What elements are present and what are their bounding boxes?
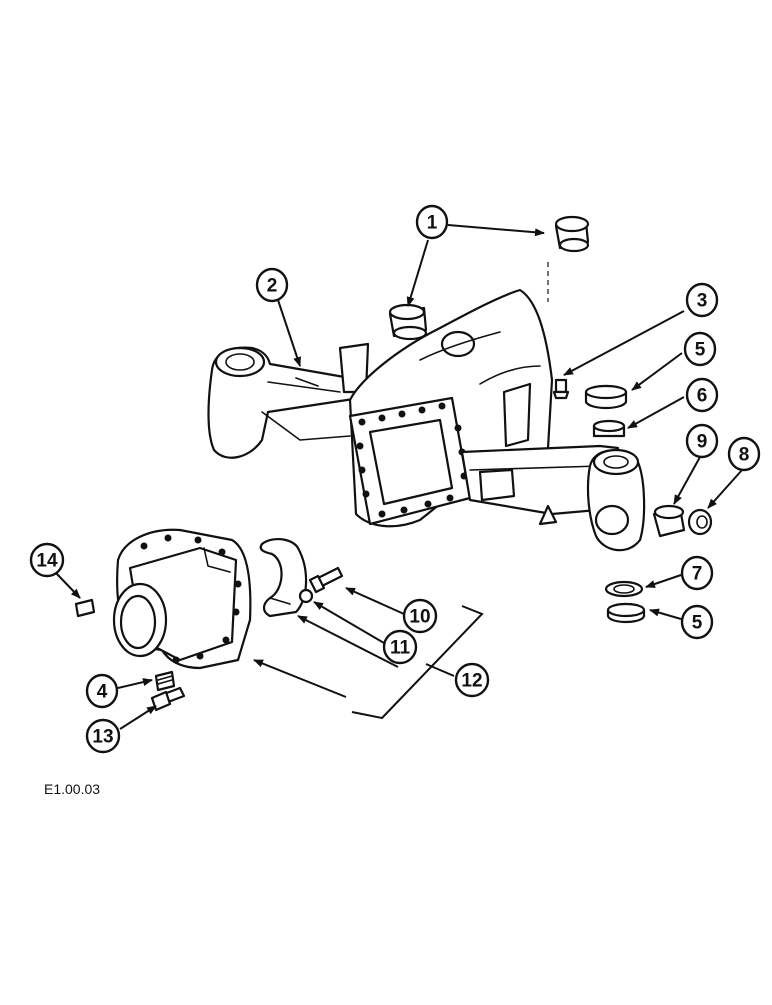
callout-label: 5 — [695, 340, 706, 361]
callout-label: 10 — [409, 607, 430, 628]
seal-upper — [584, 384, 628, 410]
bearing-cap — [259, 538, 308, 618]
callout-13: 13 — [85, 718, 121, 754]
kingpin-bushing — [652, 504, 686, 538]
grease-nipple — [552, 378, 570, 400]
callout-label: 4 — [97, 682, 108, 703]
callout-4: 4 — [85, 673, 119, 709]
axle-housing — [207, 288, 646, 552]
thrust-washer — [687, 508, 713, 536]
ring — [592, 419, 626, 438]
callout-5-upper: 5 — [683, 331, 717, 367]
callout-label: 11 — [390, 638, 411, 659]
callout-label: 1 — [427, 213, 438, 234]
callout-label: 5 — [692, 613, 703, 634]
differential-carrier — [112, 528, 252, 670]
figure-caption: E1.00.03 — [44, 781, 100, 797]
bushing-upper — [554, 215, 590, 253]
seal-lower — [606, 602, 646, 624]
leader-lines — [55, 224, 743, 730]
callout-8: 8 — [727, 436, 761, 472]
callout-label: 14 — [36, 551, 58, 572]
drain-plug — [154, 670, 176, 692]
callout-11: 11 — [382, 629, 418, 665]
cap-bolt — [308, 566, 344, 594]
callout-label: 7 — [692, 564, 703, 585]
callout-3: 3 — [685, 282, 719, 318]
cap-washer — [298, 588, 314, 604]
bushing-lower — [388, 303, 428, 341]
callout-14: 14 — [29, 542, 65, 578]
callout-2: 2 — [255, 267, 289, 303]
callout-9: 9 — [685, 423, 719, 459]
carrier-bolt — [150, 686, 186, 712]
callout-label: 12 — [461, 671, 482, 692]
callout-5-lower: 5 — [680, 604, 714, 640]
callout-label: 2 — [267, 276, 278, 297]
callout-12: 12 — [454, 662, 490, 698]
callout-label: 8 — [739, 445, 750, 466]
callout-6: 6 — [685, 377, 719, 413]
callout-10: 10 — [402, 598, 438, 634]
callout-1: 1 — [415, 204, 449, 240]
dowel-pin — [74, 598, 96, 618]
callout-label: 3 — [697, 291, 708, 312]
callout-label: 13 — [92, 727, 113, 748]
callout-label: 6 — [697, 386, 708, 407]
callout-7: 7 — [680, 555, 714, 591]
seal-ring — [604, 580, 644, 598]
callout-label: 9 — [697, 432, 708, 453]
